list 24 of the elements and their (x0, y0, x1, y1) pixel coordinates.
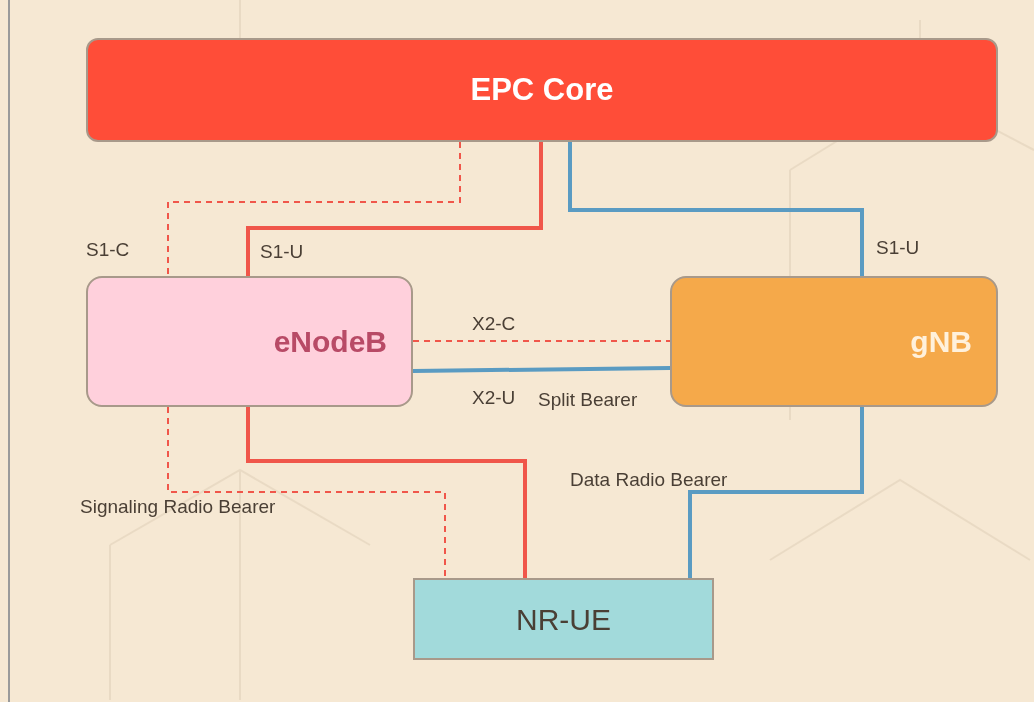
connector-line (412, 366, 671, 373)
connector-line (246, 142, 543, 276)
edge-label: X2-C (472, 312, 516, 336)
node-label: gNB (910, 324, 972, 360)
node-label: eNodeB (273, 324, 387, 360)
network-node-box (86, 38, 998, 142)
bearer-label: Split Bearer (538, 388, 638, 412)
node-label: NR-UE (516, 601, 611, 638)
device-box (413, 578, 714, 660)
connector-line (246, 407, 527, 578)
connector-line (568, 142, 864, 276)
edge-label: S1-U (876, 236, 920, 260)
connector-line (688, 407, 864, 578)
edge-label: Data Radio Bearer (570, 468, 728, 492)
network-node-box (86, 276, 413, 407)
edge-label: Signaling Radio Bearer (80, 495, 276, 519)
connector-line (167, 141, 461, 277)
network-node-box (670, 276, 998, 407)
edge-label: S1-C (86, 238, 130, 262)
edge-label: X2-U (472, 386, 516, 410)
connector-line (167, 406, 446, 579)
edge-label: S1-U (260, 240, 304, 264)
connector-line (412, 340, 671, 342)
node-label: EPC Core (470, 70, 614, 109)
